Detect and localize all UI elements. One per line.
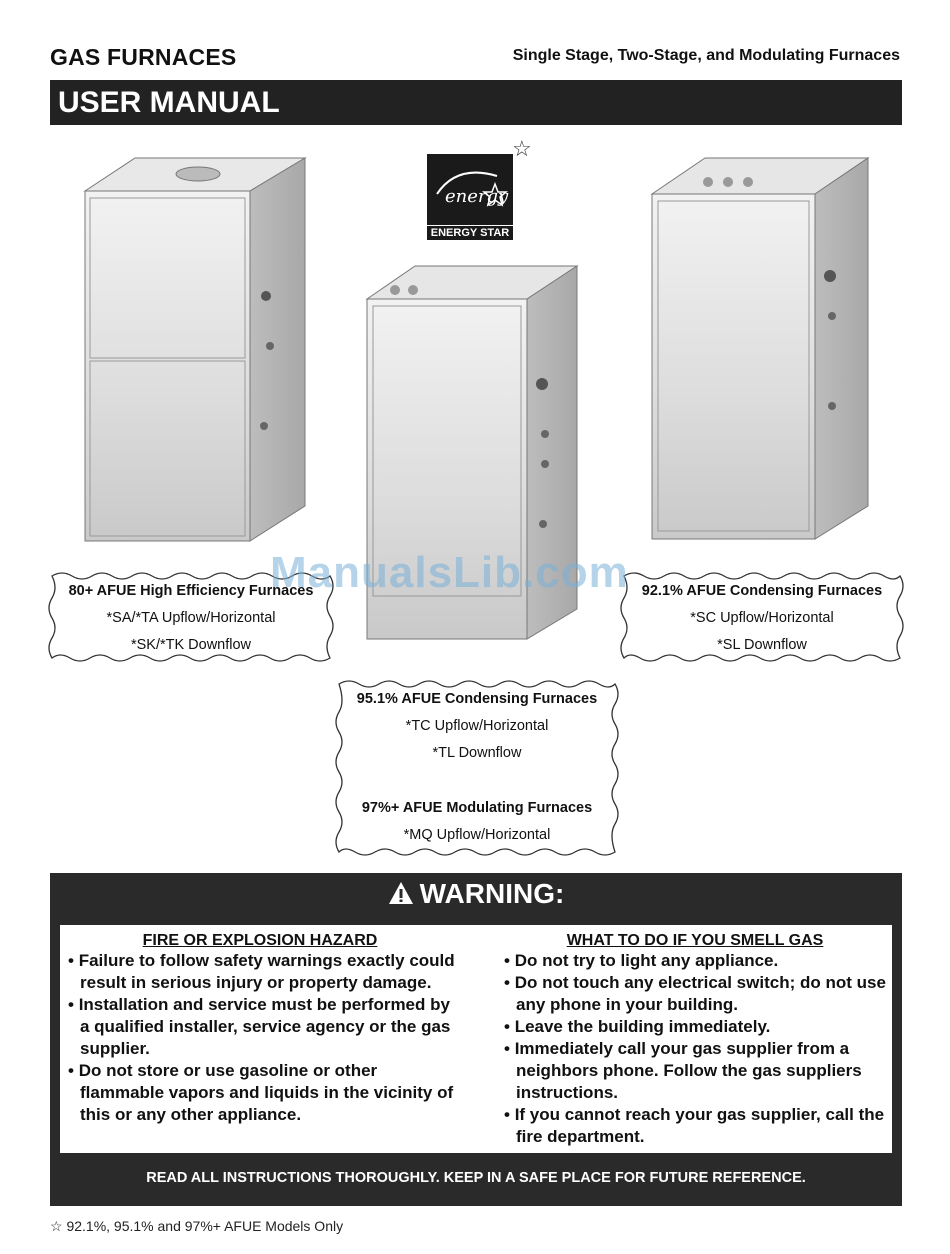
list-item: • Do not try to light any appliance. [504,951,779,970]
warning-left-column: FIRE OR EXPLOSION HAZARD • Failure to fo… [64,932,456,1126]
star-icon [481,181,509,207]
label-center-line3: *MQ Upflow/Horizontal [403,827,551,843]
fire-hazard-heading: FIRE OR EXPLOSION HAZARD [142,932,378,949]
list-item: • Leave the building immediately. [504,1017,771,1036]
label-right-line1: *SC Upflow/Horizontal [690,610,834,626]
label-left-line2: *SK/*TK Downflow [130,637,252,653]
label-right-heading: 92.1% AFUE Condensing Furnaces [641,583,883,599]
furnace-image-right [650,156,870,546]
page-title: USER MANUAL [50,80,902,125]
fire-hazard-list: • Failure to follow safety warnings exac… [64,950,456,1126]
list-item: • Do not store or use gasoline or other … [68,1061,454,1124]
smell-gas-heading: WHAT TO DO IF YOU SMELL GAS [566,932,824,949]
warning-right-column: WHAT TO DO IF YOU SMELL GAS • Do not try… [500,932,890,1148]
label-left-heading: 80+ AFUE High Efficiency Furnaces [68,583,314,599]
warning-content [60,925,892,1153]
energy-star-graphic: energy [436,171,509,207]
label-left-line1: *SA/*TA Upflow/Horizontal [106,610,276,626]
manual-subtitle: Single Stage, Two-Stage, and Modulating … [512,47,900,64]
furnace-image-left [80,156,310,546]
list-item: • Immediately call your gas supplier fro… [504,1039,862,1102]
list-item: • Failure to follow safety warnings exac… [68,951,455,992]
label-border-center [335,680,619,856]
label-border-left [48,572,334,662]
list-item: • If you cannot reach your gas supplier,… [504,1105,885,1146]
footnote: ☆ 92.1%, 95.1% and 97%+ AFUE Models Only [50,1218,344,1234]
smell-gas-list: • Do not try to light any appliance. • D… [500,950,890,1148]
list-item: • Do not touch any electrical switch; do… [504,973,886,1014]
label-center-line1: *TC Upflow/Horizontal [405,718,549,734]
list-item: • Installation and service must be perfo… [68,995,451,1058]
label-center-heading2: 97%+ AFUE Modulating Furnaces [361,800,593,816]
energy-star-label: ENERGY STAR [427,225,513,240]
furnace-image-center [365,264,580,644]
star-footnote-icon: ☆ [512,136,532,161]
label-center-heading1: 95.1% AFUE Condensing Furnaces [356,691,598,707]
warning-title: WARNING: [50,878,902,910]
warning-title-text: WARNING: [419,878,565,909]
category-title: GAS FURNACES [50,44,237,70]
label-right-line2: *SL Downflow [717,637,807,653]
read-instructions-notice: READ ALL INSTRUCTIONS THOROUGHLY. KEEP I… [146,1170,806,1186]
label-center-line2: *TL Downflow [432,745,522,761]
warning-triangle-icon [388,882,413,904]
label-border-right [620,572,904,662]
watermark: ManualsLib.com [270,548,629,597]
